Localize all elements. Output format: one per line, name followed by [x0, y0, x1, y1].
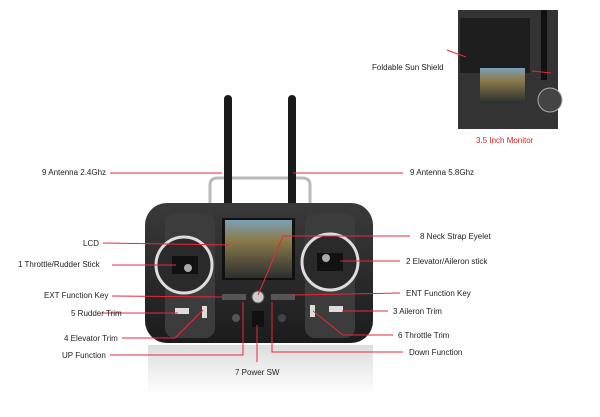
antenna-left: [224, 95, 232, 213]
lcd-label: LCD: [83, 239, 100, 248]
sun-shield-inset-photo: [446, 10, 563, 129]
elevator-aileron-label: 2 Elevator/Aileron stick: [406, 257, 488, 266]
ext-key-label: EXT Function Key: [44, 291, 109, 300]
ent-key-label: ENT Function Key: [406, 289, 471, 298]
neck-strap-label: 8 Neck Strap Eyelet: [420, 232, 491, 241]
up-function-label: UP Function: [62, 351, 106, 360]
lcd-screen: [225, 220, 292, 278]
antenna-left-label: 9 Antenna 2.4Ghz: [42, 168, 107, 177]
power-sw-label: 7 Power SW: [235, 368, 280, 377]
elevator-trim-label: 4 Elevator Trim: [64, 334, 118, 343]
antenna-right: [288, 95, 296, 213]
throttle-rudder-label: 1 Throttle/Rudder Stick: [18, 260, 100, 269]
monitor-caption: 3.5 Inch Monitor: [476, 136, 534, 145]
sun-shield-label: Foldable Sun Shield: [372, 63, 444, 72]
throttle-trim-label: 6 Throttle Trim: [398, 331, 450, 340]
down-function-label: Down Function: [409, 348, 463, 357]
antenna-right-label: 9 Antenna 5.8Ghz: [410, 168, 475, 177]
carry-handle: [208, 176, 312, 210]
aileron-trim-label: 3 Aileron Trim: [393, 307, 442, 316]
callout-lines: [102, 172, 410, 362]
rudder-trim-label: 5 Rudder Trim: [71, 309, 122, 318]
